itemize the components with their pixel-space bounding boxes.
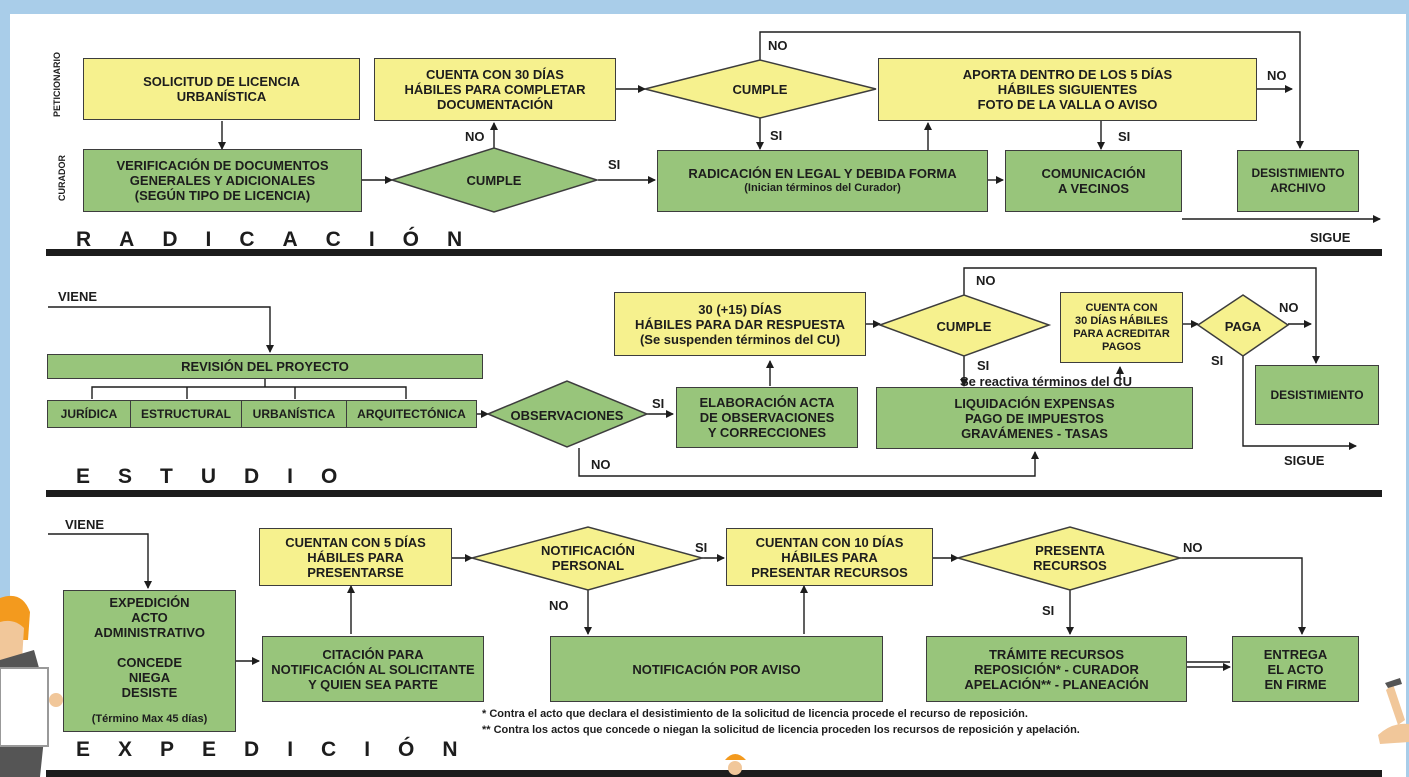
paga-label: PAGA <box>1224 318 1262 334</box>
label-no-cumple-top: NO <box>768 38 788 53</box>
decision-diamonds-green <box>389 147 649 448</box>
label-no-recursos: NO <box>1183 540 1203 555</box>
cuenta-pagos-box: CUENTA CON 30 DÍAS HÁBILES PARA ACREDITA… <box>1060 292 1183 363</box>
citacion-box: CITACIÓN PARA NOTIFICACIÓN AL SOLICITANT… <box>262 636 484 702</box>
cumple-bottom-label: CUMPLE <box>466 172 522 188</box>
label-no-notificacion: NO <box>549 598 569 613</box>
label-si-paga: SI <box>1211 353 1224 368</box>
cumple-top-label: CUMPLE <box>732 81 788 97</box>
dias-30-box: 30 (+15) DÍAS HÁBILES PARA DAR RESPUESTA… <box>614 292 866 356</box>
label-no-cumple-estudio: NO <box>976 273 996 288</box>
section-bar-expedicion <box>46 770 1382 777</box>
area-juridica: JURÍDICA <box>47 400 131 428</box>
label-no-aporta: NO <box>1267 68 1287 83</box>
cuenta-30-box: CUENTA CON 30 DÍAS HÁBILES PARA COMPLETA… <box>374 58 616 121</box>
area-urbanistica: URBANÍSTICA <box>241 400 347 428</box>
cuentan-10-box: CUENTAN CON 10 DÍAS HÁBILES PARA PRESENT… <box>726 528 933 586</box>
liquidacion-box: LIQUIDACIÓN EXPENSAS PAGO DE IMPUESTOS G… <box>876 387 1193 449</box>
comunicacion-box: COMUNICACIÓN A VECINOS <box>1005 150 1182 212</box>
tramite-recursos-box: TRÁMITE RECURSOS REPOSICIÓN* - CURADOR A… <box>926 636 1187 702</box>
area-arquitectonica: ARQUITECTÓNICA <box>346 400 477 428</box>
area-estructural: ESTRUCTURAL <box>130 400 242 428</box>
lane-peticionario: PETICIONARIO <box>52 51 62 117</box>
notificacion-aviso-box: NOTIFICACIÓN POR AVISO <box>550 636 883 702</box>
sigue-estudio: SIGUE <box>1284 453 1325 468</box>
label-no-observaciones: NO <box>591 457 611 472</box>
viene-estudio: VIENE <box>58 289 98 304</box>
label-no-paga: NO <box>1279 300 1299 315</box>
footnote-2: ** Contra los actos que concede o niegan… <box>482 724 1080 736</box>
section-bar-estudio <box>46 490 1382 497</box>
label-si-notificacion: SI <box>695 540 708 555</box>
lane-curador: CURADOR <box>57 155 67 201</box>
section-title-expedicion: EXPEDICIÓN <box>76 738 486 761</box>
aporta-box: APORTA DENTRO DE LOS 5 DÍAS HÁBILES SIGU… <box>878 58 1257 121</box>
section-bar-radicacion <box>46 249 1382 256</box>
section-title-estudio: ESTUDIO <box>76 465 366 488</box>
label-no-cumple-bottom: NO <box>465 129 485 144</box>
label-si-cumple-bottom: SI <box>608 157 621 172</box>
reactiva-label: Se reactiva términos del CU <box>960 374 1132 389</box>
verificacion-box: VERIFICACIÓN DE DOCUMENTOS GENERALES Y A… <box>83 149 362 212</box>
observaciones-label: OBSERVACIONES <box>510 407 624 423</box>
sigue-radicacion: SIGUE <box>1310 230 1351 245</box>
entrega-box: ENTREGA EL ACTO EN FIRME <box>1232 636 1359 702</box>
notificacion-personal-label: NOTIFICACIÓN PERSONAL <box>541 543 635 573</box>
elaboracion-box: ELABORACIÓN ACTA DE OBSERVACIONES Y CORR… <box>676 387 858 448</box>
cuentan-5-box: CUENTAN CON 5 DÍAS HÁBILES PARA PRESENTA… <box>259 528 452 586</box>
label-si-aporta: SI <box>1118 129 1131 144</box>
cumple-estudio-label: CUMPLE <box>936 318 992 334</box>
connector-lines <box>48 31 1381 671</box>
revision-box: REVISIÓN DEL PROYECTO <box>47 354 483 379</box>
radicacion-legal-box: RADICACIÓN EN LEGAL Y DEBIDA FORMA (Inic… <box>657 150 988 212</box>
solicitud-box: SOLICITUD DE LICENCIA URBANÍSTICA <box>83 58 360 120</box>
label-si-cumple-top: SI <box>770 128 783 143</box>
label-si-observaciones: SI <box>652 396 665 411</box>
section-title-radicacion: RADICACIÓN <box>76 228 491 251</box>
label-si-cumple-estudio: SI <box>977 358 990 373</box>
decision-diamonds-yellow <box>469 59 1290 591</box>
expedicion-box: EXPEDICIÓN ACTO ADMINISTRATIVO CONCEDE N… <box>63 590 236 732</box>
desistimiento-archivo-box: DESISTIMIENTO ARCHIVO <box>1237 150 1359 212</box>
label-si-recursos: SI <box>1042 603 1055 618</box>
viene-expedicion: VIENE <box>65 517 105 532</box>
footnote-1: * Contra el acto que declara el desistim… <box>482 708 1028 720</box>
presenta-recursos-label: PRESENTA RECURSOS <box>1033 543 1107 573</box>
desistimiento-estudio-box: DESISTIMIENTO <box>1255 365 1379 425</box>
